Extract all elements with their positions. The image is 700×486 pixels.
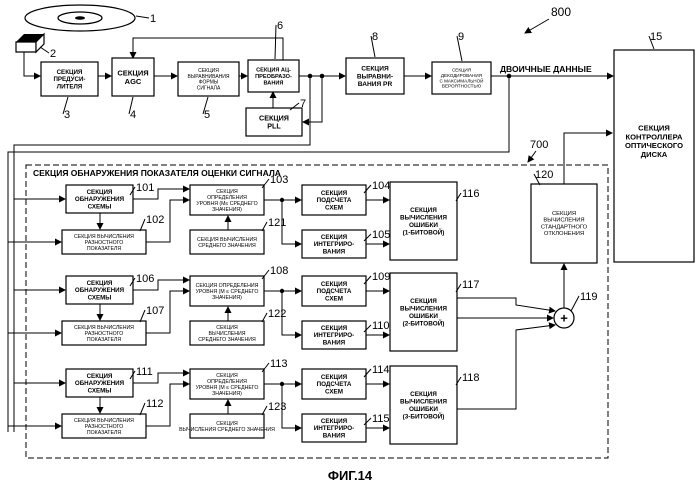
ref-109: 109 — [372, 271, 390, 283]
ref-114: 114 — [372, 364, 390, 376]
adder-wires — [457, 298, 555, 409]
ref-800: 800 — [551, 5, 571, 19]
ref-118: 118 — [462, 372, 480, 384]
controller-block: СЕКЦИЯКОНТРОЛЛЕРАОПТИЧЕСКОГОДИСКА — [614, 50, 694, 262]
ref-8: 8 — [372, 31, 378, 43]
pr-equalizer-label: СЕКЦИЯВЫРАВНИ-ВАНИЯ PR — [357, 66, 393, 88]
ref-6: 6 — [277, 20, 283, 32]
adder-symbol: + — [560, 311, 568, 326]
ref-113: 113 — [270, 358, 288, 370]
ref-119: 119 — [580, 291, 598, 303]
preamp-block: СЕКЦИЯПРЕДУСИ-ЛИТЕЛЯ — [41, 62, 98, 96]
ref-117: 117 — [462, 279, 480, 291]
ref-5: 5 — [204, 109, 210, 121]
ref-121: 121 — [268, 217, 286, 229]
ref-120: 120 — [535, 169, 553, 181]
ref-110: 110 — [372, 320, 390, 332]
figure-caption: ФИГ.14 — [328, 468, 373, 483]
binary-data-label: ДВОИЧНЫЕ ДАННЫЕ — [500, 64, 592, 74]
row-3: СЕКЦИЯОБНАРУЖЕНИЯСХЕМЫСЕКЦИЯ ВЫЧИСЛЕНИЯР… — [8, 366, 457, 444]
ref-105: 105 — [372, 229, 390, 241]
ref-122: 122 — [268, 308, 286, 320]
pll-block: СЕКЦИЯPLL — [246, 108, 302, 136]
ref-700: 700 — [530, 139, 548, 151]
preamp-label: СЕКЦИЯПРЕДУСИ-ЛИТЕЛЯ — [53, 69, 85, 90]
ref-101: 101 — [136, 182, 154, 194]
ref-123: 123 — [268, 401, 286, 413]
pr-equalizer-block: СЕКЦИЯВЫРАВНИ-ВАНИЯ PR — [346, 58, 404, 94]
detection-section-title: СЕКЦИЯ ОБНАРУЖЕНИЯ ПОКАЗАТЕЛЯ ОЦЕНКИ СИГ… — [33, 168, 281, 178]
ref-103: 103 — [270, 174, 288, 186]
ref-104: 104 — [372, 180, 390, 192]
adc-block: СЕКЦИЯ АЦ-ПРЕОБРАЗО-ВАНИЯ — [248, 60, 299, 92]
ref-7: 7 — [300, 98, 306, 110]
ref-2: 2 — [50, 48, 56, 60]
ref-1: 1 — [150, 13, 156, 25]
agc-block: СЕКЦИЯAGC — [112, 58, 154, 96]
ref-112: 112 — [146, 398, 164, 410]
row-2: СЕКЦИЯОБНАРУЖЕНИЯСХЕМЫСЕКЦИЯ ВЫЧИСЛЕНИЯР… — [8, 273, 457, 351]
ref-111: 111 — [136, 366, 153, 378]
ref-106: 106 — [136, 273, 154, 285]
ref-9: 9 — [458, 31, 464, 43]
ref-3: 3 — [64, 109, 70, 121]
ref-107: 107 — [146, 305, 164, 317]
mean-calc-label: СЕКЦИЯ ВЫЧИСЛЕНИЯСРЕДНЕГО ЗНАЧЕНИЯ — [197, 237, 257, 249]
waveform-equalizer-block: СЕКЦИЯВЫРАВНИВАНИЯФОРМЫСИГНАЛА — [178, 62, 239, 96]
ref-4: 4 — [130, 109, 136, 121]
std-dev-block: СЕКЦИЯВЫЧИСЛЕНИЯСТАНДАРТНОГООТКЛОНЕНИЯ — [531, 184, 597, 263]
ref-102: 102 — [146, 214, 164, 226]
ml-decoder-block: СЕКЦИЯДЕКОДИРОВАНИЯС МАКСИМАЛЬНОЙВЕРОЯТН… — [432, 62, 491, 94]
ref-116: 116 — [462, 188, 480, 200]
ref-115: 115 — [372, 413, 390, 425]
optical-disc-icon — [25, 5, 135, 31]
optical-head-icon — [16, 34, 44, 52]
ref-108: 108 — [270, 265, 288, 277]
ref-15: 15 — [650, 31, 662, 43]
row-1: СЕКЦИЯОБНАРУЖЕНИЯСХЕМЫСЕКЦИЯ ВЫЧИСЛЕНИЯР… — [8, 182, 457, 260]
